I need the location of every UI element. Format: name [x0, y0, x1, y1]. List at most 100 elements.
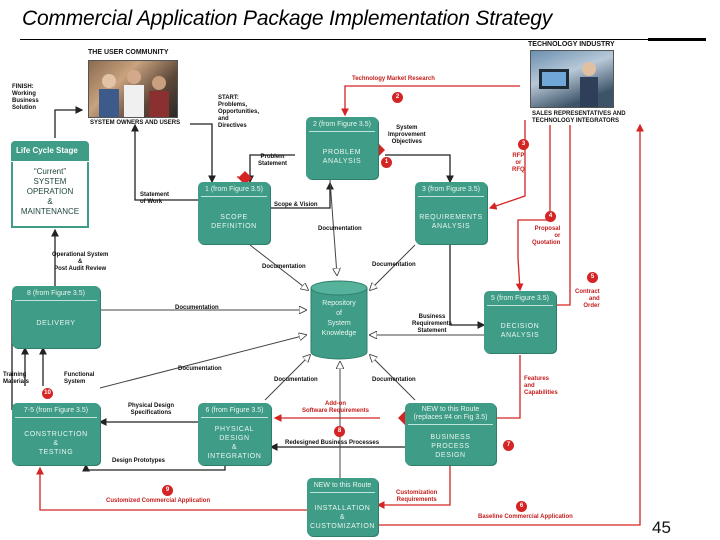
box-divider: [309, 131, 375, 132]
label-line: or: [554, 233, 561, 239]
label-line: Working: [12, 91, 36, 97]
repository-label: Repository of System Knowledge: [304, 299, 374, 339]
box-body: DELIVERY: [12, 319, 100, 328]
documentation-label-right: Documentation: [372, 262, 416, 268]
box-line: ANALYSIS: [322, 158, 362, 165]
user-community-photo: [88, 60, 178, 118]
business-process-design-box[interactable]: NEW to this Route (replaces #4 on Fig 3.…: [405, 403, 496, 465]
label-line: Opportunities,: [218, 109, 259, 115]
label-line: Objectives: [391, 139, 423, 145]
label-line: Post Audit Review: [54, 266, 107, 272]
box-line: CONSTRUCTION: [24, 431, 88, 438]
functional-system-label: Functional System: [64, 372, 94, 386]
label-line: Training: [3, 372, 27, 378]
label-line: Operational System: [52, 252, 109, 258]
page-number: 45: [652, 518, 671, 537]
physical-design-box[interactable]: 6 (from Figure 3.5) PHYSICAL DESIGN & IN…: [198, 403, 271, 465]
label-line: System: [396, 125, 418, 131]
installation-customization-box[interactable]: NEW to this Route INSTALLATION & CUSTOMI…: [307, 478, 378, 536]
flow-start-scope: [190, 123, 216, 184]
box-divider: [201, 196, 267, 197]
decision-analysis-box[interactable]: 5 (from Figure 3.5) DECISION ANALYSIS: [484, 291, 556, 353]
label-line: RFQ: [512, 167, 525, 173]
box-line: PHYSICAL: [214, 426, 255, 433]
title-rule: [20, 39, 706, 40]
box-line: DELIVERY: [36, 320, 76, 327]
technology-industry-title: TECHNOLOGY INDUSTRY: [528, 41, 615, 48]
label-line: FINISH:: [12, 84, 34, 90]
physical-design-specs-label: Physical Design Specifications: [128, 403, 174, 417]
label-line: Problem: [260, 154, 285, 160]
label-line: Materials: [3, 379, 30, 385]
box-line: &: [339, 514, 346, 521]
business-requirements-label: Business Requirements Statement: [412, 314, 452, 335]
user-community-caption: SYSTEM OWNERS AND USERS: [90, 120, 181, 126]
delivery-box[interactable]: 8 (from Figure 3.5) DELIVERY: [12, 286, 100, 348]
baseline-application-label: Baseline Commercial Application: [478, 514, 573, 520]
box-body: DECISION ANALYSIS: [484, 322, 556, 340]
label-line: Contract: [575, 289, 600, 295]
label-line: &: [78, 259, 83, 265]
step-10-badge: 10: [42, 388, 53, 399]
rfp-label: RFP or RFQ: [512, 153, 525, 174]
label-line: Specifications: [130, 410, 172, 416]
flow-lifecycle-users: [54, 106, 84, 138]
box-line: ANALYSIS: [500, 332, 540, 339]
label-line: Customization: [396, 490, 438, 496]
box-header: 3 (from Figure 3.5): [422, 186, 480, 193]
box-header: 2 (from Figure 3.5): [313, 121, 371, 128]
title-rule-accent: [648, 38, 706, 41]
box-line: DECISION: [500, 323, 540, 330]
box-subheader: (replaces #4 on Fig 3.5): [413, 414, 488, 421]
system-improvement-label: System Improvement Objectives: [388, 125, 426, 146]
step-3-badge: 3: [518, 139, 529, 150]
operational-system-label: Operational System & Post Audit Review: [52, 252, 108, 273]
box-line: DEFINITION: [211, 223, 257, 230]
documentation-label-low-right: Documentation: [372, 377, 416, 383]
construction-testing-box[interactable]: 7-5 (from Figure 3.5) CONSTRUCTION & TES…: [12, 403, 100, 465]
scope-definition-box[interactable]: 1 (from Figure 3.5) SCOPE DEFINITION: [198, 182, 270, 244]
label-line: Functional: [64, 372, 95, 378]
label-line: Solution: [12, 105, 36, 111]
box-divider: [15, 300, 97, 301]
repository-line: of: [336, 310, 342, 317]
box-divider: [418, 196, 484, 197]
box-divider: [201, 417, 268, 418]
box-header: 5 (from Figure 3.5): [491, 295, 549, 302]
problem-analysis-box[interactable]: 2 (from Figure 3.5) PROBLEM ANALYSIS: [306, 117, 378, 179]
box-divider: [310, 492, 375, 493]
scope-vision-label: Scope & Vision: [274, 202, 318, 208]
flow-customized-app: [36, 466, 307, 511]
repository-cylinder-icon[interactable]: [310, 280, 368, 360]
design-prototypes-label: Design Prototypes: [112, 458, 166, 464]
label-line: Quotation: [532, 240, 561, 246]
flow-design-prototypes: [82, 463, 226, 472]
box-line: &: [231, 444, 238, 451]
contract-label: Contract and Order: [575, 289, 600, 310]
box-header: 6 (from Figure 3.5): [205, 407, 264, 414]
documentation-label-left: Documentation: [262, 264, 306, 270]
box-body: REQUIREMENTS ANALYSIS: [415, 213, 487, 231]
box-line: SCOPE: [220, 214, 248, 221]
box-body: PROBLEM ANALYSIS: [306, 148, 378, 166]
label-line: START:: [218, 95, 239, 101]
life-cycle-stage-header: Life Cycle Stage: [11, 141, 89, 161]
flow-scope-users: [131, 123, 198, 201]
box-line: BUSINESS: [430, 434, 471, 441]
documentation-label-delivery: Documentation: [175, 305, 219, 311]
label-line: Statement: [417, 328, 447, 334]
requirements-analysis-box[interactable]: 3 (from Figure 3.5) REQUIREMENTS ANALYSI…: [415, 182, 487, 244]
doc-requirements: [370, 244, 416, 290]
start-label: START: Problems, Opportunities, and Dire…: [218, 95, 259, 130]
training-materials-label: Training Materials: [3, 372, 29, 386]
box-line: ANALYSIS: [431, 223, 471, 230]
label-line: Features: [524, 376, 550, 382]
life-cycle-line: OPERATION: [26, 187, 74, 196]
box-divider: [15, 417, 97, 418]
diamond-scope: [238, 171, 252, 185]
label-line: Problems,: [218, 102, 248, 108]
flow-scope-vision: [270, 181, 334, 209]
flow-proposal: [515, 125, 551, 292]
label-line: Add-on: [325, 401, 347, 407]
life-cycle-stage-body: “Current” SYSTEM OPERATION & MAINTENANCE: [11, 162, 89, 228]
